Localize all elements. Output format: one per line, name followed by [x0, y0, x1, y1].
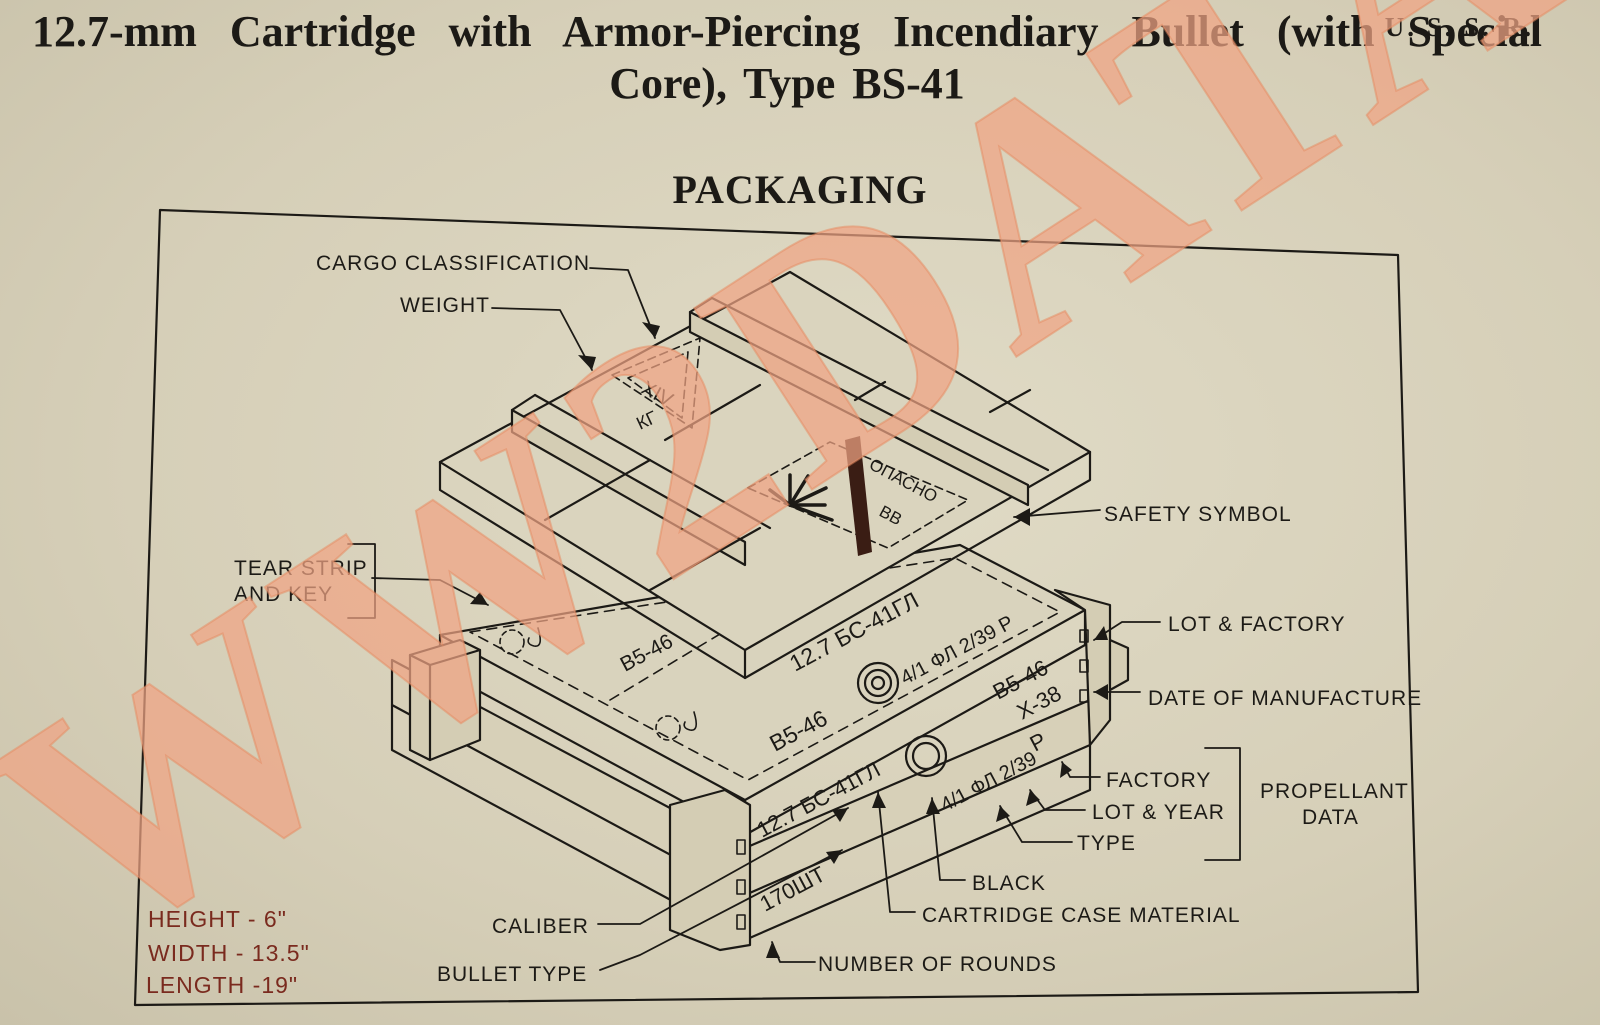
callout-black: BLACK	[972, 872, 1046, 895]
callout-factory: FACTORY	[1106, 769, 1212, 792]
country-label: U. S. S. R.	[1384, 12, 1534, 42]
callout-lot-year: LOT & YEAR	[1092, 801, 1225, 824]
callout-type: TYPE	[1077, 832, 1136, 855]
safety-symbol	[768, 436, 872, 556]
callout-tear-strip-key: AND KEY	[234, 583, 334, 606]
dimension-width: WIDTH - 13.5"	[148, 940, 310, 966]
callout-lot-factory: LOT & FACTORY	[1168, 613, 1346, 636]
callout-date-of-manufacture: DATE OF MANUFACTURE	[1148, 687, 1423, 710]
callout-propellant-data-2: DATA	[1302, 806, 1359, 829]
callout-cartridge-case-material: CARTRIDGE CASE MATERIAL	[922, 904, 1241, 927]
callout-caliber: CALIBER	[492, 915, 589, 938]
dimension-height: HEIGHT - 6"	[148, 906, 287, 932]
callout-weight: WEIGHT	[400, 294, 490, 317]
callout-propellant-data: PROPELLANT	[1260, 780, 1409, 803]
callout-number-of-rounds: NUMBER OF ROUNDS	[818, 953, 1057, 976]
dimension-length: LENGTH -19"	[146, 972, 299, 998]
callout-tear-strip: TEAR STRIP	[234, 557, 368, 580]
callout-cargo-classification: CARGO CLASSIFICATION	[316, 252, 590, 275]
callout-bullet-type: BULLET TYPE	[437, 963, 588, 986]
callout-safety-symbol: SAFETY SYMBOL	[1104, 503, 1292, 526]
figure-frame	[133, 208, 1420, 1007]
document-title: 12.7-mm Cartridge with Armor-Piercing In…	[32, 7, 1542, 108]
section-heading: PACKAGING	[672, 167, 928, 212]
